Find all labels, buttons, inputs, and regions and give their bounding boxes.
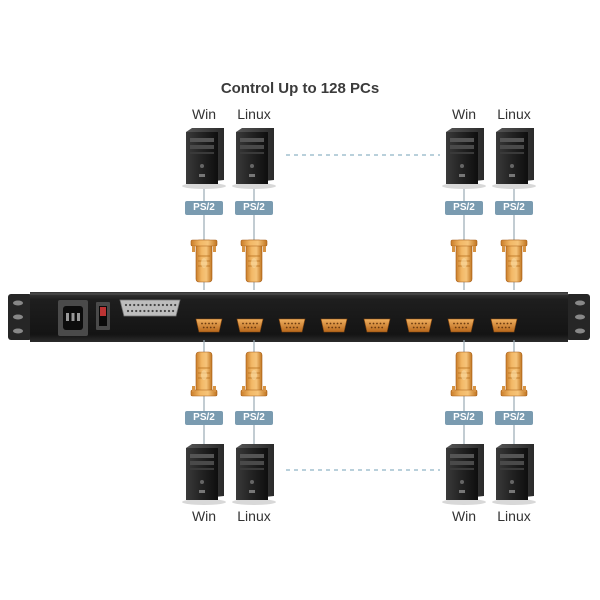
tower-computer-icon <box>182 128 226 189</box>
tower-computer-icon <box>492 444 536 505</box>
vga-connector-icon <box>190 351 218 397</box>
vga-connector-icon <box>190 239 218 283</box>
os-label-top: Linux <box>497 106 531 122</box>
vga-port-icon <box>195 318 223 333</box>
ps2-badge: PS/2 <box>185 411 223 425</box>
tower-computer-icon <box>232 128 276 189</box>
os-label-bottom: Linux <box>237 508 271 524</box>
ps2-badge: PS/2 <box>235 201 273 215</box>
os-label-top: Win <box>191 106 217 122</box>
os-label-bottom: Win <box>191 508 217 524</box>
vga-port-icon <box>363 318 391 333</box>
vga-port-icon <box>278 318 306 333</box>
vga-connector-icon <box>240 351 268 397</box>
tower-computer-icon <box>442 128 486 189</box>
os-label-bottom: Linux <box>497 508 531 524</box>
os-label-bottom: Win <box>451 508 477 524</box>
vga-port-icon <box>320 318 348 333</box>
os-label-top: Win <box>451 106 477 122</box>
vga-connector-icon <box>500 239 528 283</box>
diagram-title: Control Up to 128 PCs <box>220 80 380 97</box>
os-label-top: Linux <box>237 106 271 122</box>
vga-connector-icon <box>500 351 528 397</box>
vga-port-icon <box>447 318 475 333</box>
vga-connector-icon <box>450 351 478 397</box>
tower-computer-icon <box>492 128 536 189</box>
ps2-badge: PS/2 <box>445 201 483 215</box>
ps2-badge: PS/2 <box>235 411 273 425</box>
power-socket-icon <box>58 300 88 336</box>
tower-computer-icon <box>182 444 226 505</box>
power-switch-icon <box>96 302 110 330</box>
ps2-badge: PS/2 <box>185 201 223 215</box>
ps2-badge: PS/2 <box>495 201 533 215</box>
vga-port-icon <box>405 318 433 333</box>
db25-port-icon <box>119 299 181 317</box>
ps2-badge: PS/2 <box>495 411 533 425</box>
vga-port-icon <box>490 318 518 333</box>
ps2-badge: PS/2 <box>445 411 483 425</box>
tower-computer-icon <box>232 444 276 505</box>
tower-computer-icon <box>442 444 486 505</box>
kvm-switch-rack <box>8 292 590 342</box>
vga-port-icon <box>236 318 264 333</box>
vga-connector-icon <box>240 239 268 283</box>
vga-connector-icon <box>450 239 478 283</box>
